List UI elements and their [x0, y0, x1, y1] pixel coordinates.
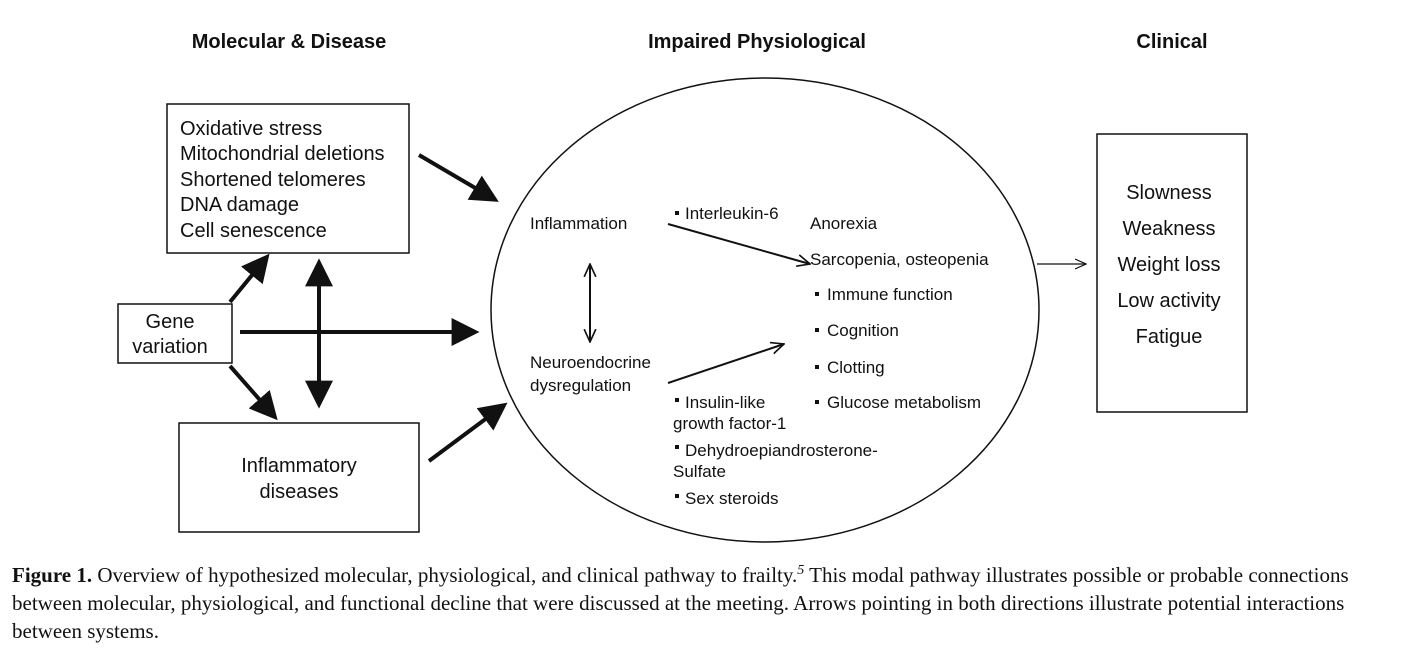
molecular-item: Oxidative stress [180, 118, 322, 140]
interleukin-label: Interleukin-6 [685, 204, 779, 223]
neuroendocrine-label: Neuroendocrine [530, 353, 651, 372]
molecular-item: Shortened telomeres [180, 169, 366, 191]
arrow-neuroendocrine-to-outcomes [667, 344, 784, 384]
clinical-box [1096, 133, 1248, 413]
bullet [675, 398, 679, 402]
hormone-dhea: Sulfate [673, 462, 726, 481]
header-molecular-disease: Molecular & Disease [192, 31, 387, 53]
physiological-ellipse [490, 77, 1040, 543]
clinical-item: Weakness [1122, 218, 1215, 240]
clinical-item: Weight loss [1117, 254, 1220, 276]
neuroendocrine-label: dysregulation [530, 376, 631, 395]
bullet [675, 494, 679, 498]
clinical-item: Low activity [1117, 290, 1220, 312]
inflammatory-diseases-label: diseases [260, 481, 339, 503]
caption-reference: 5 [797, 563, 805, 578]
bullet [815, 400, 819, 404]
gene-variation-box [117, 303, 233, 364]
clinical-item: Fatigue [1136, 326, 1203, 348]
bullet [815, 292, 819, 296]
molecular-list: Oxidative stress Mitochondrial deletions… [180, 118, 385, 242]
bullet [675, 211, 679, 215]
molecular-box [166, 103, 410, 254]
inflammatory-diseases-box [178, 422, 420, 533]
caption-label: Figure 1. [12, 563, 93, 587]
gene-variation-label: Gene [146, 311, 195, 333]
bullet [815, 365, 819, 369]
inflammation-label: Inflammation [530, 214, 627, 233]
sarcopenia-label: Sarcopenia, osteopenia [810, 250, 989, 269]
molecular-item: DNA damage [180, 194, 299, 216]
frailty-pathway-diagram: Molecular & Disease Impaired Physiologic… [117, 31, 1248, 543]
figure-caption: Figure 1. Overview of hypothesized molec… [12, 561, 1397, 645]
outcome-glucose-metabolism: Glucose metabolism [827, 393, 981, 412]
arrow-inflammatory-to-physiological [427, 402, 508, 463]
caption-text: Overview of hypothesized molecular, phys… [92, 563, 798, 587]
inflammatory-diseases-label: Inflammatory [241, 455, 357, 477]
clinical-list: Slowness Weakness Weight loss Low activi… [1117, 182, 1220, 348]
outcome-clotting: Clotting [827, 358, 885, 377]
caption-text: This modal pathway illustrates possible … [12, 563, 1349, 643]
anorexia-label: Anorexia [810, 214, 878, 233]
header-impaired-physiological: Impaired Physiological [648, 31, 866, 53]
header-clinical: Clinical [1136, 31, 1207, 53]
arrow-gene-to-molecular [228, 253, 270, 304]
molecular-item: Mitochondrial deletions [180, 143, 385, 165]
arrow-inflammation-to-outcomes [667, 223, 810, 264]
outcome-immune-function: Immune function [827, 285, 953, 304]
clinical-item: Slowness [1126, 182, 1212, 204]
bullet [815, 328, 819, 332]
arrow-gene-to-inflammatory [228, 364, 278, 421]
outcome-cognition: Cognition [827, 321, 899, 340]
hormone-sex-steroids: Sex steroids [685, 489, 779, 508]
arrow-molecular-to-physiological [417, 153, 499, 202]
gene-variation-label: variation [132, 336, 208, 358]
bullet [675, 445, 679, 449]
hormone-igf: growth factor-1 [673, 414, 786, 433]
molecular-item: Cell senescence [180, 220, 327, 242]
hormone-igf: Insulin-like [685, 393, 765, 412]
hormone-dhea: Dehydroepiandrosterone- [685, 441, 878, 460]
